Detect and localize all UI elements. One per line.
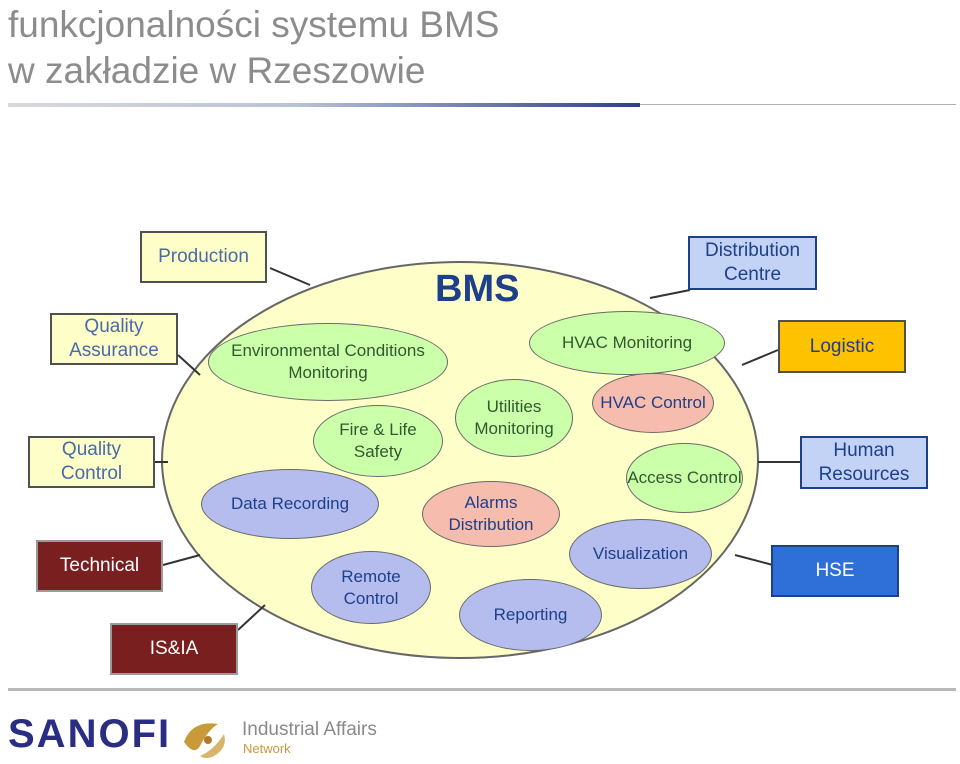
ellipse-utilities-monitoring: Utilities Monitoring (455, 379, 573, 457)
connector-distribution (649, 289, 691, 299)
title-line-1: funkcjonalności systemu BMS (8, 4, 500, 45)
division-subtitle: Network (243, 741, 291, 756)
connector-isia (237, 604, 266, 631)
connector-hse (734, 554, 774, 566)
ellipse-fire-life-safety: Fire & Life Safety (313, 405, 443, 477)
footer-divider (8, 688, 956, 691)
box-human-resources: Human Resources (800, 436, 928, 489)
ellipse-reporting: Reporting (459, 579, 602, 651)
box-quality-assurance: Quality Assurance (50, 313, 178, 365)
box-production: Production (140, 231, 267, 283)
connector-qa (177, 354, 201, 376)
box-is-ia: IS&IA (110, 623, 238, 675)
sanofi-logo-text: SANOFI (8, 712, 172, 756)
title-line-2: w zakładzie w Rzeszowie (8, 50, 426, 91)
bms-label: BMS (435, 268, 520, 310)
ellipse-data-recording: Data Recording (201, 469, 379, 539)
ellipse-visualization: Visualization (569, 519, 712, 589)
box-hse: HSE (771, 545, 899, 597)
connector-production (269, 267, 311, 286)
ellipse-hvac-monitoring: HVAC Monitoring (529, 311, 725, 375)
ellipse-hvac-control: HVAC Control (592, 373, 714, 433)
box-quality-control: Quality Control (28, 436, 155, 488)
title-underline (8, 103, 640, 107)
ellipse-environmental-conditions: Environmental Conditions Monitoring (208, 323, 448, 401)
box-technical: Technical (36, 540, 163, 592)
connector-logistic (741, 349, 779, 366)
title-underline-thin (640, 104, 956, 105)
box-logistic: Logistic (778, 320, 906, 373)
division-name: Industrial Affairs (242, 719, 377, 740)
industrial-affairs-logo-icon (184, 723, 225, 758)
ellipse-remote-control: Remote Control (311, 551, 431, 624)
ellipse-access-control: Access Control (626, 443, 743, 513)
connector-technical (162, 554, 201, 566)
box-distribution-centre: Distribution Centre (688, 236, 817, 290)
ellipse-alarms-distribution: Alarms Distribution (422, 481, 560, 547)
page-title: funkcjonalności systemu BMS w zakładzie … (8, 2, 499, 94)
